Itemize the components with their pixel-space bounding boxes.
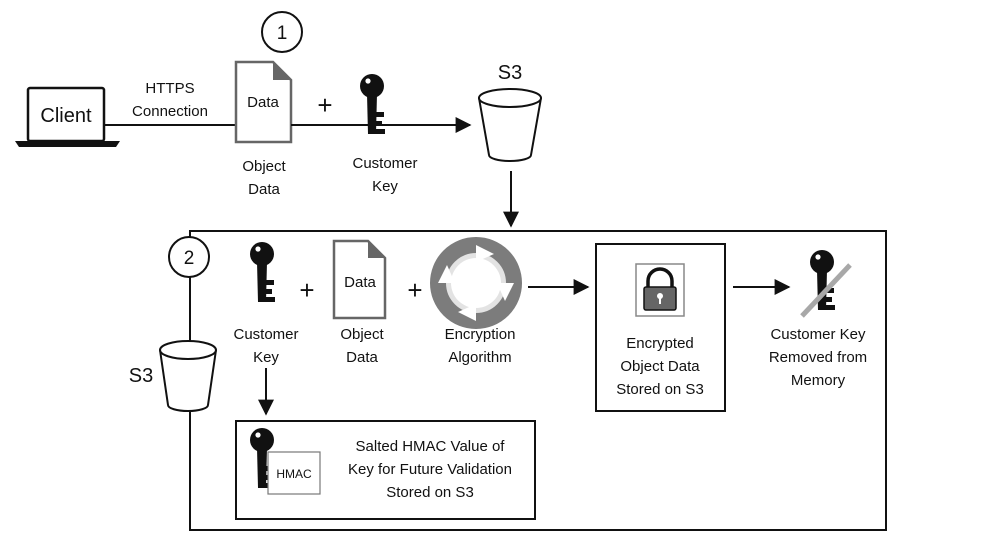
lock-icon bbox=[635, 263, 685, 317]
plus-sign-2: + bbox=[407, 275, 422, 305]
encryption-label-line-1: Encryption bbox=[445, 326, 516, 343]
connection-label-line-1: HTTPS bbox=[145, 80, 194, 97]
removed-label-line-2: Removed from bbox=[769, 349, 867, 366]
customer-key-label-line-1: Customer bbox=[352, 155, 417, 172]
document-text-panel: Data bbox=[344, 274, 376, 291]
encrypted-label-line-3: Stored on S3 bbox=[616, 381, 704, 398]
removed-label-line-3: Memory bbox=[791, 372, 846, 389]
customer-key-label-panel-line-2: Key bbox=[253, 349, 279, 366]
step-1-marker: 1 bbox=[261, 11, 303, 53]
step-2-number: 2 bbox=[184, 248, 195, 269]
step-2-marker: 2 bbox=[168, 236, 210, 278]
customer-key-label-panel-line-1: Customer bbox=[233, 326, 298, 343]
hmac-label-line-2: Key for Future Validation bbox=[348, 461, 512, 478]
s3-label-panel: S3 bbox=[129, 365, 153, 387]
s3-bucket-icon-panel bbox=[158, 340, 218, 412]
client-laptop-icon: Client bbox=[15, 86, 120, 147]
encryption-cycle-icon bbox=[430, 237, 522, 329]
object-data-document-icon: Data bbox=[234, 60, 293, 144]
object-data-document-icon-panel: Data bbox=[332, 239, 387, 320]
step-1-number: 1 bbox=[277, 23, 288, 44]
hmac-label-line-1: Salted HMAC Value of bbox=[356, 438, 506, 455]
plus-sign-1: + bbox=[299, 275, 314, 305]
customer-key-label-line-2: Key bbox=[372, 178, 398, 195]
object-data-label-panel-line-1: Object bbox=[340, 326, 384, 343]
encryption-label-line-2: Algorithm bbox=[448, 349, 511, 366]
object-data-label-panel-line-2: Data bbox=[346, 349, 378, 366]
encrypted-label-line-2: Object Data bbox=[620, 358, 700, 375]
s3-label: S3 bbox=[498, 62, 522, 84]
customer-key-icon-panel bbox=[250, 242, 275, 302]
hmac-label-line-3: Stored on S3 bbox=[386, 484, 474, 501]
hmac-tag-box bbox=[267, 451, 321, 495]
client-label: Client bbox=[40, 105, 92, 127]
plus-sign: + bbox=[317, 90, 332, 120]
s3-bucket-icon bbox=[478, 88, 542, 162]
removed-label-line-1: Customer Key bbox=[770, 326, 866, 343]
document-text: Data bbox=[247, 94, 279, 111]
encrypted-label-line-1: Encrypted bbox=[626, 335, 694, 352]
hmac-tag-text: HMAC bbox=[276, 467, 312, 481]
removed-key-icon bbox=[800, 250, 852, 318]
object-data-label-line-2: Data bbox=[248, 181, 280, 198]
object-data-label-line-1: Object bbox=[242, 158, 286, 175]
connection-label-line-2: Connection bbox=[132, 103, 208, 120]
